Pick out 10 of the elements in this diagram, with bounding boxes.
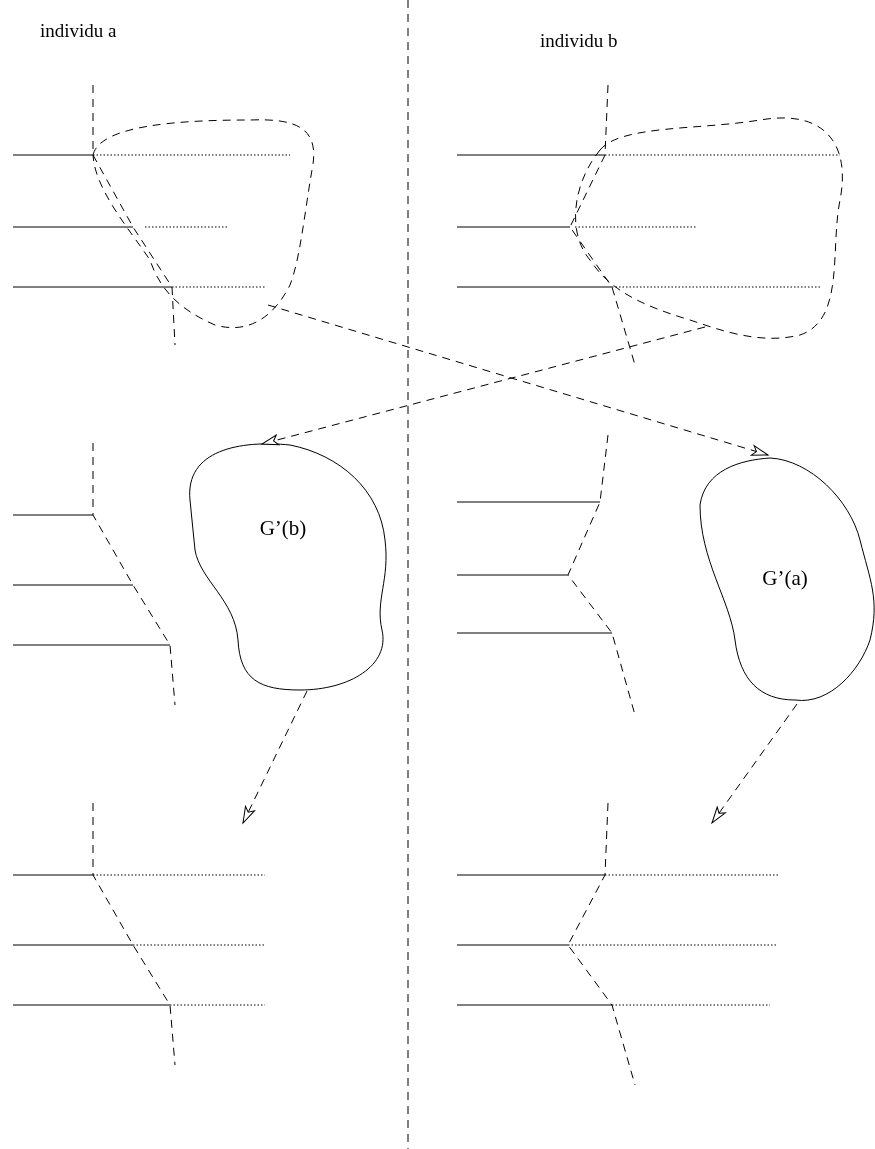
arrow <box>267 304 769 456</box>
region-label: G’(b) <box>259 515 307 541</box>
gene-region-outline <box>698 456 875 704</box>
gene-region-outline <box>186 441 389 692</box>
arrow <box>711 703 798 824</box>
arrow <box>242 690 308 824</box>
region-label: G’(a) <box>762 565 808 591</box>
individual-label: individu a <box>40 20 117 42</box>
arrow <box>261 326 706 446</box>
individual-label: individu b <box>540 30 618 52</box>
